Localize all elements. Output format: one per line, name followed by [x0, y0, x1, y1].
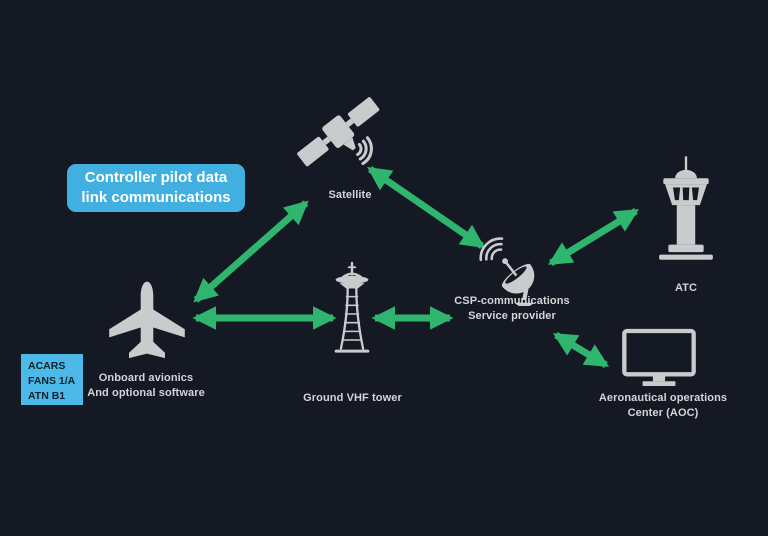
- csp-label-line2: Service provider: [468, 309, 556, 322]
- aircraft-label-line1: Onboard avionics: [98, 372, 194, 384]
- csp-label-line1: CSP-communications: [454, 295, 570, 307]
- satellite-dish-icon: [478, 236, 550, 306]
- arrow-aircraft-satellite: [193, 200, 309, 303]
- protocol-item-acars: ACARS: [28, 360, 66, 372]
- satellite-label: Satellite: [328, 189, 372, 201]
- callout-line1: Controller pilot data: [84, 169, 228, 187]
- airplane-icon: [102, 278, 192, 368]
- satellite-icon: [283, 90, 401, 180]
- callout-cpdlc: Controller pilot data link communication…: [67, 164, 245, 212]
- atc-label: ATC: [674, 282, 698, 294]
- aoc-label-line2: Center (AOC): [627, 406, 699, 419]
- arrow-csp-atc: [547, 208, 640, 266]
- monitor-icon: [620, 326, 698, 388]
- arrow-satellite-csp: [367, 166, 485, 249]
- protocol-box: ACARS FANS 1/A ATN B1: [21, 354, 83, 405]
- aoc-label-line1: Aeronautical operations: [598, 392, 728, 404]
- callout-line2: link communications: [81, 189, 231, 206]
- aoc-label: Aeronautical operations Center (AOC): [592, 391, 734, 420]
- control-tower-icon: [644, 150, 728, 272]
- protocol-item-fans: FANS 1/A: [28, 375, 76, 388]
- vhf-tower-label: Ground VHF tower: [303, 392, 402, 404]
- radio-tower-icon: [323, 260, 381, 368]
- aircraft-label: Onboard avionics And optional software: [75, 371, 217, 400]
- aircraft-label-line2: And optional software: [87, 386, 205, 399]
- protocol-item-atn: ATN B1: [28, 390, 66, 403]
- csp-label: CSP-communications Service provider: [452, 294, 572, 323]
- arrow-csp-aoc: [552, 331, 610, 369]
